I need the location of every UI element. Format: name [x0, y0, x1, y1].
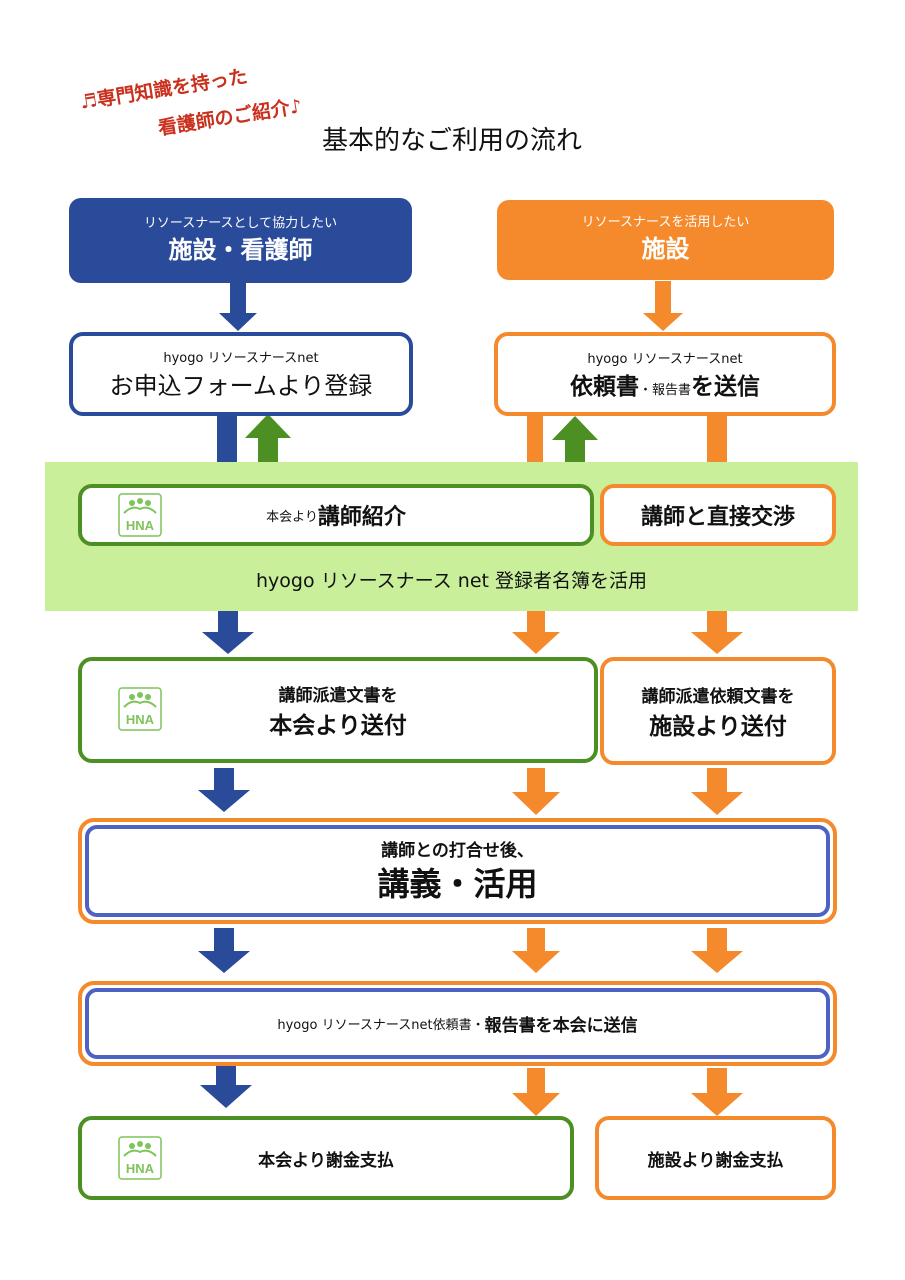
arrow-down-orange-8	[512, 928, 560, 973]
header-nurse-facility-main: 施設・看護師	[168, 235, 313, 264]
hna-logo-icon: HNA	[118, 687, 162, 731]
arrow-down-orange-9	[691, 928, 743, 973]
roster-band-text: hyogo リソースナース net 登録者名簿を活用	[256, 569, 647, 592]
dispatch-right-line1: 講師派遣依頼文書を	[641, 686, 795, 707]
header-facility-sub: リソースナースを活用したい	[581, 215, 750, 230]
send-request-main-b: ・報告書	[638, 382, 691, 398]
register-form-main: お申込フォームより登録	[109, 372, 373, 400]
pay-right-main: 施設より謝金支払	[647, 1150, 784, 1171]
hna-logo-icon: HNA	[118, 1136, 162, 1180]
arrow-up-green-2	[552, 416, 598, 486]
negotiate-main: 講師と直接交渉	[640, 505, 795, 530]
arrow-down-orange-10	[512, 1068, 560, 1116]
send-request-main: 依頼書・報告書を送信	[570, 367, 760, 401]
report-main: 報告書を本会に送信	[484, 1016, 638, 1036]
header-facility-main: 施設	[641, 235, 690, 263]
arrow-down-blue-5	[198, 928, 250, 973]
arrow-down-blue-1	[219, 283, 257, 331]
svg-text:HNA: HNA	[126, 712, 155, 727]
header-facility: リソースナースを活用したい 施設	[497, 200, 834, 280]
send-request-main-a: 依頼書	[569, 373, 639, 400]
report-prefix: hyogo リソースナースnet依頼書・	[277, 1018, 485, 1033]
arrow-down-blue-4	[198, 768, 250, 812]
lecture-box: 講師との打合せ後、 講義・活用	[78, 818, 837, 924]
hna-logo-icon: HNA	[118, 493, 162, 537]
header-nurse-facility-sub: リソースナースとして協力したい	[143, 215, 338, 231]
lecture-line2: 講義・活用	[377, 864, 538, 903]
arrow-down-orange-4	[512, 611, 560, 654]
introduce-lecturer-box: 本会より講師紹介	[78, 484, 594, 546]
header-nurse-facility: リソースナースとして協力したい 施設・看護師	[69, 198, 412, 283]
register-form-sub: hyogo リソースナースnet	[163, 351, 319, 366]
dispatch-doc-left-box: 講師派遣文書を 本会より送付	[78, 657, 598, 763]
send-request-box: hyogo リソースナースnet 依頼書・報告書を送信	[494, 332, 836, 416]
lecture-line1: 講師との打合せ後、	[381, 840, 534, 861]
arrow-down-orange-1	[643, 281, 683, 331]
svg-text:HNA: HNA	[126, 518, 155, 533]
dispatch-left-line1: 講師派遣文書を	[278, 685, 398, 706]
send-request-sub: hyogo リソースナースnet	[587, 351, 743, 367]
arrow-down-blue-6	[200, 1063, 252, 1108]
report-box: hyogo リソースナースnet依頼書・報告書を本会に送信	[78, 981, 837, 1066]
register-form-box: hyogo リソースナースnet お申込フォームより登録	[69, 332, 413, 416]
report-inner: hyogo リソースナースnet依頼書・報告書を本会に送信	[85, 988, 830, 1059]
pay-right-box: 施設より謝金支払	[595, 1116, 836, 1200]
arrow-down-orange-5	[691, 611, 743, 654]
arrow-down-orange-7	[691, 768, 743, 815]
introduce-main: 講師紹介	[317, 505, 406, 530]
arrow-down-orange-6	[512, 768, 560, 815]
pay-left-main: 本会より謝金支払	[258, 1150, 394, 1171]
send-request-main-c: を送信	[691, 373, 760, 400]
svg-text:HNA: HNA	[126, 1161, 155, 1176]
dispatch-right-line2: 施設より送付	[649, 713, 787, 740]
page-title: 基本的なご利用の流れ	[322, 126, 583, 156]
lecture-inner: 講師との打合せ後、 講義・活用	[85, 825, 830, 917]
negotiate-box: 講師と直接交渉	[600, 484, 836, 546]
arrow-down-orange-11	[691, 1068, 743, 1116]
dispatch-left-line2: 本会より送付	[269, 712, 407, 739]
arrow-up-green-1	[245, 414, 291, 486]
dispatch-doc-right-box: 講師派遣依頼文書を 施設より送付	[600, 657, 836, 765]
arrow-down-blue-3	[202, 611, 254, 654]
introduce-prefix: 本会より	[266, 509, 318, 525]
